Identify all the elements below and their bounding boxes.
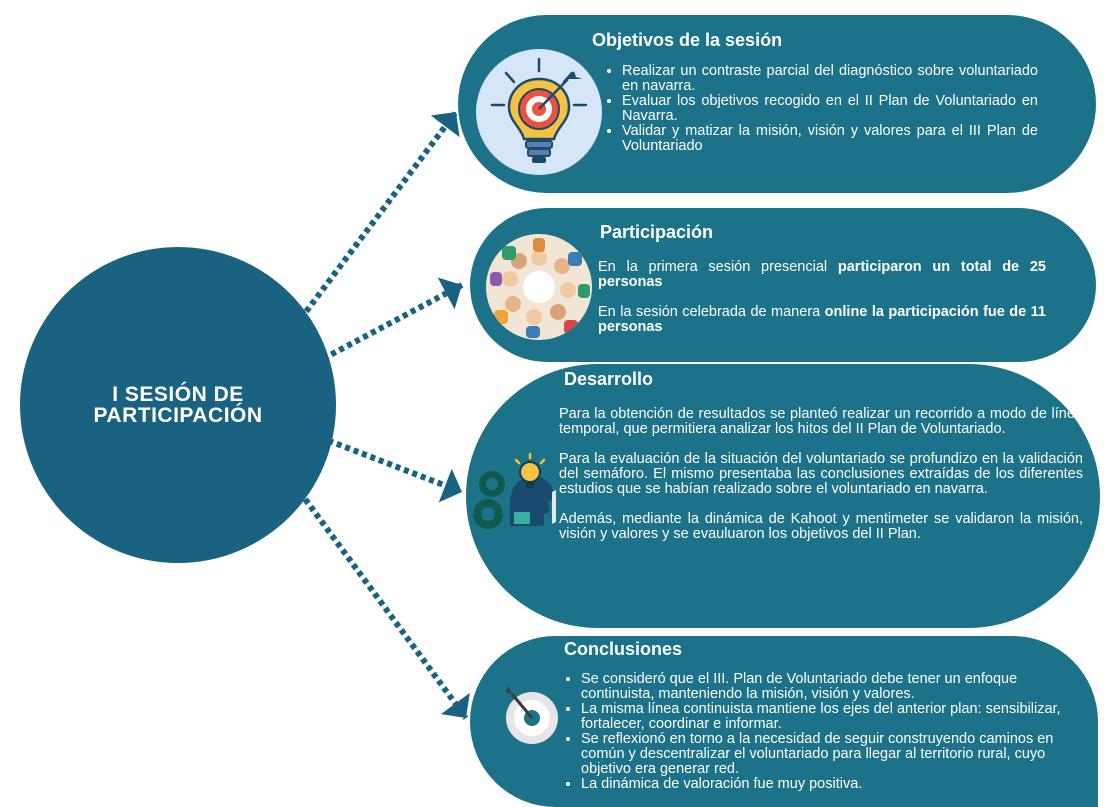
objetivos-list: Realizar un contraste parcial del diagnó… xyxy=(604,64,1038,154)
list-item: Evaluar los objetivos recogido en el II … xyxy=(622,94,1038,124)
hub-title-line2: PARTICIPACIÓN xyxy=(93,404,263,427)
panel-conclusiones-title: Conclusiones xyxy=(564,639,683,659)
panel-conclusiones: Conclusiones Se consideró que el III. Pl… xyxy=(470,636,1098,807)
participacion-paragraph-1: En la primera sesión presencial particip… xyxy=(598,260,1046,290)
target-dart-icon xyxy=(492,674,566,748)
panel-desarrollo: Desarrollo Para la obtención de resultad… xyxy=(466,364,1100,628)
panel-desarrollo-body: Para la obtención de resultados se plant… xyxy=(559,407,1083,542)
people-circle-icon xyxy=(486,234,592,340)
desarrollo-paragraph-1: Para la obtención de resultados se plant… xyxy=(559,406,1083,437)
desarrollo-paragraph-2: Para la evaluación de la situación del v… xyxy=(559,451,1083,497)
panel-desarrollo-title: Desarrollo xyxy=(564,369,654,389)
panel-objetivos-title: Objetivos de la sesión xyxy=(592,30,783,50)
panel-participacion-body: En la primera sesión presencial particip… xyxy=(598,260,1046,335)
list-item: Se consideró que el III. Plan de Volunta… xyxy=(581,672,1075,702)
participacion-highlight-1: participaron un total de 25 personas xyxy=(598,259,1046,290)
list-item: Se reflexionó en torno a la necesidad de… xyxy=(581,732,1075,777)
panel-objetivos-body: Realizar un contraste parcial del diagnó… xyxy=(604,64,1038,154)
conclusiones-list: Se consideró que el III. Plan de Volunta… xyxy=(563,672,1075,792)
panel-participacion-title: Participación xyxy=(600,222,714,242)
participacion-paragraph-2: En la sesión celebrada de manera online … xyxy=(598,305,1046,335)
list-item: Validar y matizar la misión, visión y va… xyxy=(622,124,1038,154)
list-item: La misma línea continuista mantiene los … xyxy=(581,702,1075,732)
connector-participacion xyxy=(234,277,464,408)
participacion-text-2: En la sesión celebrada de manera xyxy=(598,304,825,320)
hub-circle: I SESIÓN DE PARTICIPACIÓN xyxy=(20,247,336,563)
gears-head-icon xyxy=(470,452,562,544)
desarrollo-paragraph-3: Además, mediante la dinámica de Kahoot y… xyxy=(559,511,1083,542)
panel-participacion: Participación En la primera sesión prese… xyxy=(470,208,1096,362)
list-item: La dinámica de valoración fue muy positi… xyxy=(581,777,1075,792)
panel-objetivos: Objetivos de la sesión Realizar un contr… xyxy=(458,15,1096,193)
panel-conclusiones-body: Se consideró que el III. Plan de Volunta… xyxy=(563,672,1075,792)
connector-objetivos xyxy=(233,110,460,407)
participacion-highlight-2: online la participación fue de 11 person… xyxy=(598,304,1046,335)
participacion-text-1: En la primera sesión presencial xyxy=(598,259,838,275)
lightbulb-target-icon xyxy=(476,49,602,175)
list-item: Realizar un contraste parcial del diagnó… xyxy=(622,64,1038,94)
hub-title-line1: I SESIÓN DE xyxy=(112,383,244,406)
